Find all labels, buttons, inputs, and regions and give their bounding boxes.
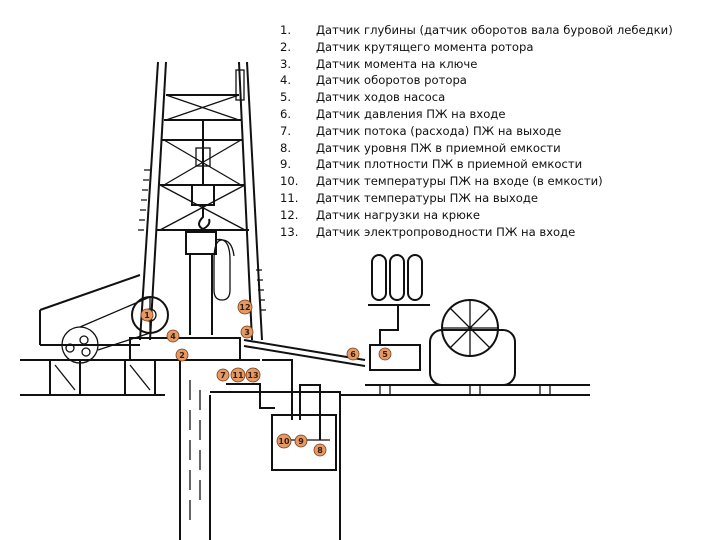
drawworks (39, 274, 169, 364)
svg-text:8: 8 (317, 446, 323, 455)
legend-item: 11.Датчик температуры ПЖ на выходе (280, 190, 538, 205)
sensor-marker-11: 11 (230, 367, 246, 383)
svg-text:7: 7 (220, 371, 226, 380)
svg-text:12: 12 (239, 303, 250, 312)
sensor-marker-12: 12 (237, 299, 253, 315)
sensor-marker-10: 10 (276, 433, 292, 449)
flow-lines (210, 339, 590, 540)
legend-item: 12.Датчик нагрузки на крюке (280, 207, 480, 222)
svg-text:4: 4 (170, 332, 176, 341)
hoist-assembly (185, 120, 235, 335)
legend-item: 10.Датчик температуры ПЖ на входе (в емк… (280, 174, 603, 189)
legend-item: 6.Датчик давления ПЖ на входе (280, 106, 506, 121)
wellbore (179, 360, 211, 540)
legend-item: 1.Датчик глубины (датчик оборотов вала б… (280, 23, 673, 37)
sensor-marker-9: 9 (294, 434, 308, 448)
svg-text:11: 11 (232, 371, 244, 380)
legend-item: 5.Датчик ходов насоса (280, 90, 446, 105)
sensor-marker-6: 6 (346, 347, 360, 361)
legend-item: 8.Датчик уровня ПЖ в приемной емкости (280, 140, 561, 155)
svg-text:9: 9 (298, 437, 304, 446)
svg-text:1: 1 (144, 311, 150, 320)
svg-text:13: 13 (247, 371, 258, 380)
sensor-legend: 1.Датчик глубины (датчик оборотов вала б… (280, 22, 673, 240)
svg-text:5: 5 (382, 350, 388, 359)
svg-text:2: 2 (179, 351, 185, 360)
sensor-marker-13: 13 (245, 367, 261, 383)
sensor-marker-4: 4 (166, 329, 180, 343)
legend-item: 3.Датчик момента на ключе (280, 56, 478, 71)
legend-item: 13.Датчик электропроводности ПЖ на входе (280, 224, 576, 239)
legend-item: 9.Датчик плотности ПЖ в приемной емкости (280, 157, 583, 172)
svg-text:10: 10 (278, 437, 290, 446)
rig-floor (20, 337, 260, 396)
sensor-marker-7: 7 (216, 368, 230, 382)
sensor-marker-8: 8 (313, 443, 327, 457)
legend-item: 2.Датчик крутящего момента ротора (280, 39, 534, 54)
mud-pump (365, 254, 590, 396)
svg-text:3: 3 (244, 328, 250, 337)
sensor-marker-1: 1 (140, 308, 154, 322)
sensor-marker-3: 3 (240, 325, 254, 339)
sensor-marker-5: 5 (378, 347, 392, 361)
legend-item: 4.Датчик оборотов ротора (280, 73, 467, 88)
legend-item: 7.Датчик потока (расхода) ПЖ на выходе (280, 123, 562, 138)
sensor-marker-2: 2 (175, 348, 189, 362)
svg-text:6: 6 (350, 350, 356, 359)
